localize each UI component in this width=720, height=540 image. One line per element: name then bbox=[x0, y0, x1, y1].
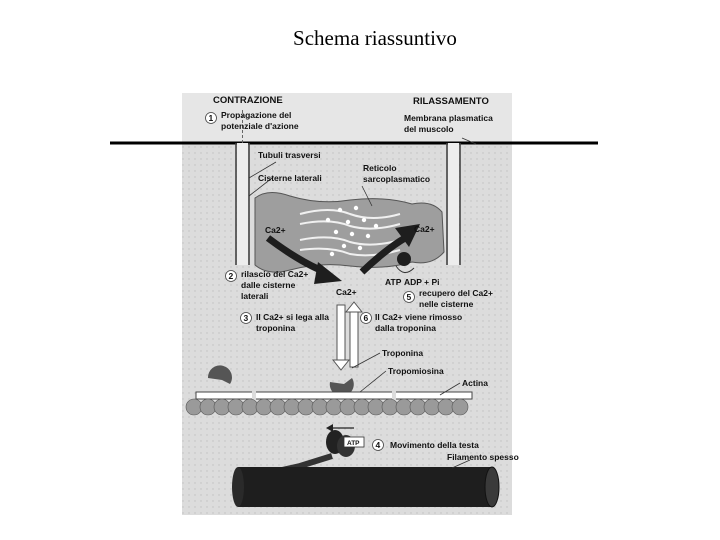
ca-right-label: Ca2+ bbox=[414, 224, 435, 234]
sr-label-1: Reticolo bbox=[363, 163, 397, 173]
calcium-dots bbox=[325, 205, 379, 257]
actin-label: Actina bbox=[462, 378, 488, 388]
head-atp-box bbox=[343, 436, 365, 448]
step-1-number: 1 bbox=[209, 113, 214, 123]
header-contraction: CONTRAZIONE bbox=[213, 95, 283, 106]
step-2-number: 2 bbox=[229, 271, 234, 281]
ca-release-arrowhead bbox=[314, 262, 342, 284]
step-2-line1: rilascio del Ca2+ bbox=[241, 269, 308, 279]
step-4-number: 4 bbox=[376, 440, 381, 450]
troponin-label: Troponina bbox=[382, 348, 423, 358]
arrow-up-head bbox=[344, 301, 364, 313]
step-3-line2: troponina bbox=[256, 323, 295, 333]
t-tubule-left bbox=[235, 143, 250, 265]
t-tubule-left-fill bbox=[237, 143, 248, 265]
step-5-line1: recupero del Ca2+ bbox=[419, 288, 493, 298]
actin-filament bbox=[185, 398, 469, 416]
arrow-down-shaft bbox=[336, 304, 346, 361]
head-movement-arrowhead bbox=[326, 424, 333, 432]
step-circles bbox=[205, 112, 415, 451]
lateral-cisterns-label: Cisterne laterali bbox=[258, 173, 322, 183]
troponin-left bbox=[207, 365, 232, 384]
step-6-line1: Il Ca2+ viene rimosso bbox=[375, 312, 462, 322]
t-tubule-right-fill bbox=[448, 143, 459, 265]
membrane-label-2: del muscolo bbox=[404, 124, 454, 134]
ca-left-label: Ca2+ bbox=[265, 225, 286, 235]
atp-label: ATP bbox=[385, 277, 402, 287]
step-3-line1: Il Ca2+ si lega alla bbox=[256, 312, 329, 322]
step-2-line3: laterali bbox=[241, 291, 268, 301]
thick-filament-right-end bbox=[484, 466, 500, 508]
membrane-band bbox=[182, 93, 512, 143]
step-1-line1: Propagazione del bbox=[221, 110, 291, 120]
step-1-line2: potenziale d'azione bbox=[221, 121, 299, 131]
step-2-line2: dalle cisterne bbox=[241, 280, 296, 290]
thick-filament-left-end bbox=[232, 467, 244, 507]
step-3-number: 3 bbox=[244, 313, 249, 323]
membrane-label-1: Membrana plasmatica bbox=[404, 113, 493, 123]
calcium-pump bbox=[397, 252, 411, 266]
thick-filament-label: Filamento spesso bbox=[447, 452, 519, 462]
ca-reuptake-arrowhead bbox=[395, 224, 420, 247]
ca-reuptake-arrow bbox=[359, 234, 407, 275]
adp-label: ADP + Pi bbox=[404, 277, 440, 287]
ca-center-label: Ca2+ bbox=[336, 287, 357, 297]
sr-label-2: sarcoplasmatico bbox=[363, 174, 430, 184]
arrow-down-head bbox=[331, 359, 351, 371]
tropomyosin-label: Tropomiosina bbox=[388, 366, 444, 376]
page-title: Schema riassuntivo bbox=[293, 26, 457, 50]
step-6-number: 6 bbox=[364, 313, 369, 323]
leader-lines bbox=[248, 137, 477, 469]
thick-filament bbox=[238, 467, 492, 507]
step-6-line2: dalla troponina bbox=[375, 323, 436, 333]
step-5-line2: nelle cisterne bbox=[419, 299, 474, 309]
step-5-number: 5 bbox=[407, 292, 412, 302]
t-tubule-right bbox=[446, 143, 461, 265]
tropomyosin-strand bbox=[195, 391, 473, 400]
head-atp-label: ATP bbox=[347, 440, 360, 447]
header-relaxation: RILASSAMENTO bbox=[413, 96, 489, 107]
step-4-line1: Movimento della testa bbox=[390, 440, 479, 450]
pump-atp-arrow bbox=[395, 265, 415, 273]
t-tubules-label: Tubuli trasversi bbox=[258, 150, 321, 160]
arrow-up-shaft bbox=[349, 311, 359, 368]
